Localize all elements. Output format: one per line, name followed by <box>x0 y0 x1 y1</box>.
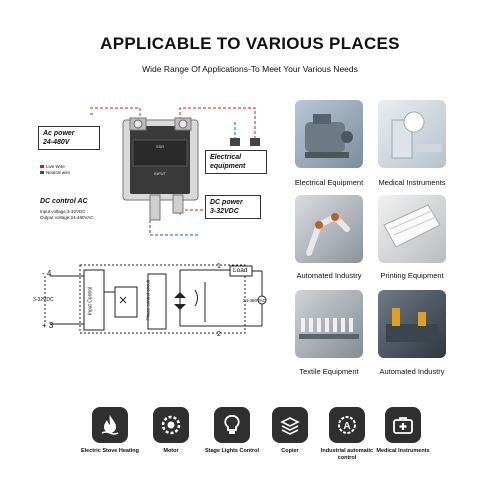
motor-icon <box>153 407 189 443</box>
schem-terminal-1: 1 <box>217 263 221 270</box>
icon-label-copier: Copier <box>281 448 299 454</box>
svg-text:SSR: SSR <box>156 144 164 149</box>
caption-2: Medical Instruments <box>378 178 446 187</box>
schem-load: Load <box>233 267 248 274</box>
electrical-equipment-label: Electrical equipment <box>210 154 246 170</box>
photo-electrical-equipment <box>295 100 363 168</box>
schem-phase-control: Phase control circuit <box>145 279 151 321</box>
schem-dc-in: 3-32VDC <box>33 297 54 303</box>
dc-power-box: DC power 3-32VDC <box>205 195 261 219</box>
caption-6: Automated Industry <box>379 367 445 376</box>
circuit-schematic <box>44 264 267 334</box>
wire-legend: Live Wire Neutral wire <box>40 164 70 176</box>
flame-icon <box>92 407 128 443</box>
legend-neutral: Neutral wire <box>46 170 71 175</box>
page-subtitle: Wide Range Of Applications-To Meet Your … <box>142 64 358 74</box>
photo-automated-industry-2 <box>378 290 446 358</box>
neutral-wire-swatch <box>40 171 44 175</box>
schem-terminal-2: 2 <box>217 331 221 338</box>
icon-label-industrial: Industrial automatic control <box>320 448 374 461</box>
live-wire-swatch <box>40 165 44 169</box>
icon-label-medical: Medical Instruments <box>376 448 430 454</box>
copier-icon <box>272 407 308 443</box>
photo-textile-equipment <box>295 290 363 358</box>
ac-power-box: Ac power 24-480V <box>38 126 100 150</box>
legend-live: Live Wire <box>46 164 65 169</box>
medical-icon <box>385 407 421 443</box>
schem-ac-out: 24-480VAC <box>243 298 266 303</box>
schem-minus4: - 4 <box>42 269 52 278</box>
schem-plus3: + 3 <box>42 321 54 330</box>
svg-text:INPUT: INPUT <box>154 171 167 176</box>
caption-5: Textile Equipment <box>299 367 359 376</box>
caption-3: Automated Industry <box>296 271 362 280</box>
icon-label-stage-lights: Stage Lights Control <box>204 448 260 454</box>
caption-1: Electrical Equipment <box>294 178 364 187</box>
input-voltage: Input voltage:3-32VDC <box>40 209 86 214</box>
dc-spec-text: Input voltage:3-32VDC Output voltage:24-… <box>40 209 93 221</box>
photo-medical-instruments <box>378 100 446 168</box>
page-title: APPLICABLE TO VARIOUS PLACES <box>100 34 400 53</box>
electrical-equipment-box: Electrical equipment <box>205 150 267 174</box>
ac-power-value: 24-480V <box>43 139 70 146</box>
dc-power-value: 3-32VDC <box>210 208 239 215</box>
dc-power-label: DC power <box>210 199 243 206</box>
bulb-icon <box>214 407 250 443</box>
caption-4: Printing Equipment <box>380 271 444 280</box>
photo-automated-industry <box>295 195 363 263</box>
photo-printing-equipment <box>378 195 446 263</box>
wiring-diagram: SSR INPUT <box>90 107 260 236</box>
icon-label-motor: Motor <box>163 448 179 454</box>
svg-text:A: A <box>343 421 350 432</box>
ac-power-label: Ac power <box>43 130 75 137</box>
output-voltage: Output voltage:24-480VAC <box>40 215 94 220</box>
schem-input-control: Input Control <box>87 286 94 316</box>
automation-icon: A <box>329 407 365 443</box>
icon-label-stove: Electric Stove Heating <box>80 448 140 454</box>
dc-control-title: DC control AC <box>40 198 88 205</box>
